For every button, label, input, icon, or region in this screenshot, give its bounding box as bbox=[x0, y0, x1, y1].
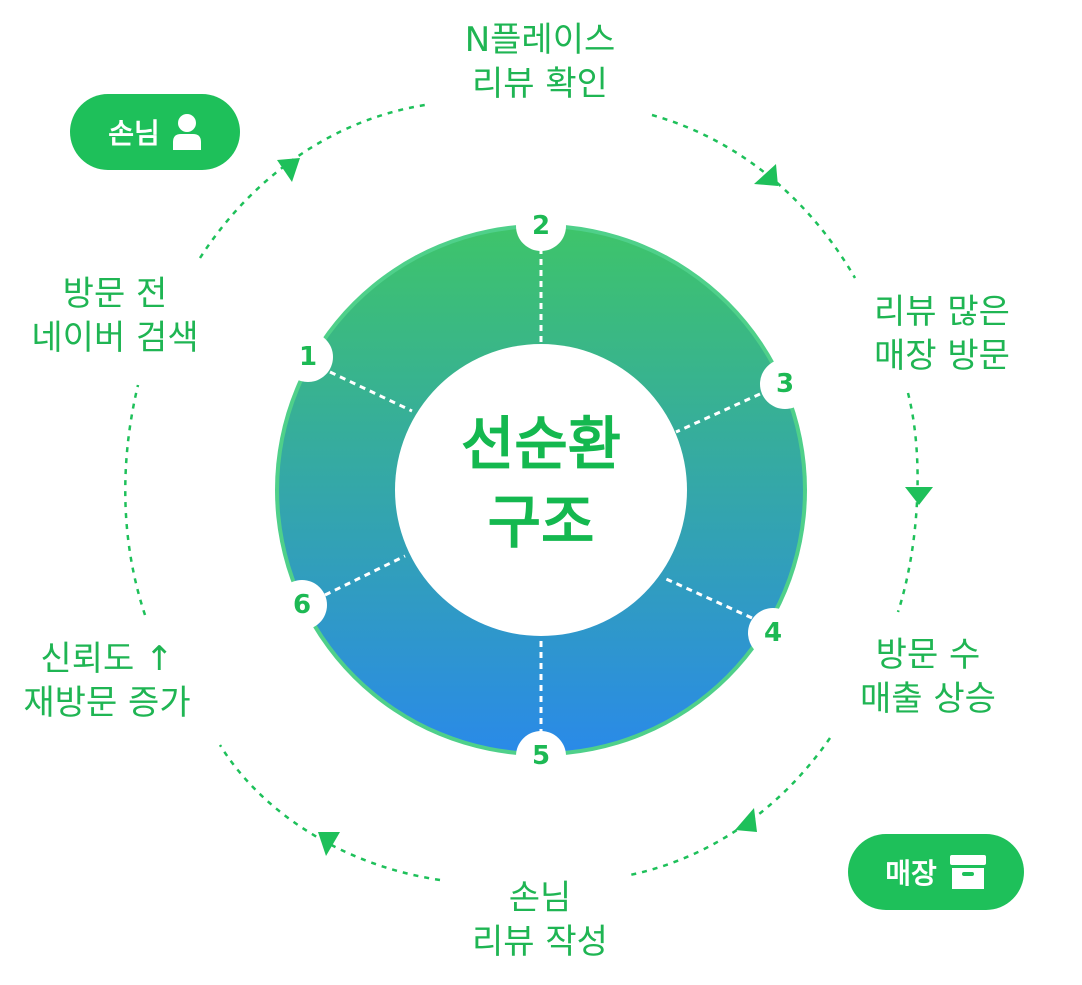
step-number-5: 5 bbox=[531, 741, 551, 771]
step-label-4: 방문 수 매출 상승 bbox=[830, 633, 1026, 721]
step-label-2: N플레이스 리뷰 확인 bbox=[420, 18, 660, 106]
step-label-3-line-1: 리뷰 많은 bbox=[874, 292, 1010, 332]
step-label-2-line-1: N플레이스 bbox=[464, 20, 616, 60]
center-title-line-1: 선순환 bbox=[460, 410, 622, 478]
arc-sales-to-review bbox=[629, 737, 832, 877]
step-badge-1: 1 bbox=[283, 332, 333, 382]
step-label-6-line-1: 신뢰도 ↑ bbox=[40, 639, 174, 679]
step-number-6: 6 bbox=[292, 590, 312, 620]
step-label-1: 방문 전 네이버 검색 bbox=[10, 272, 220, 360]
ring-hole bbox=[395, 344, 687, 636]
customer-pill: 손님 bbox=[70, 94, 240, 170]
arc-search-to-place bbox=[198, 103, 426, 259]
step-number-3: 3 bbox=[775, 369, 795, 399]
step-label-5-line-1: 손님 bbox=[508, 878, 572, 918]
step-label-5: 손님 리뷰 작성 bbox=[440, 876, 640, 964]
person-icon bbox=[172, 114, 201, 150]
arrowhead-4 bbox=[735, 808, 757, 832]
step-label-5-line-2: 리뷰 작성 bbox=[472, 922, 608, 962]
divider-6 bbox=[324, 554, 406, 597]
step-label-2-line-2: 리뷰 확인 bbox=[472, 64, 608, 104]
step-badge-2: 2 bbox=[516, 201, 566, 251]
arrowhead-3 bbox=[905, 487, 933, 505]
step-number-1: 1 bbox=[298, 342, 318, 372]
step-badge-5: 5 bbox=[516, 731, 566, 781]
arrowheads bbox=[277, 158, 933, 856]
step-badge-3: 3 bbox=[760, 359, 810, 409]
store-pill: 매장 bbox=[848, 834, 1024, 910]
arc-trust-to-search bbox=[124, 384, 147, 616]
step-label-6: 신뢰도 ↑ 재방문 증가 bbox=[0, 637, 214, 725]
arc-place-to-store bbox=[651, 113, 857, 279]
divider-3 bbox=[675, 392, 761, 434]
customer-pill-label: 손님 bbox=[108, 117, 160, 150]
center-title: 선순환 구조 bbox=[396, 405, 686, 561]
store-pill-label: 매장 bbox=[885, 857, 937, 890]
step-badge-4: 4 bbox=[748, 608, 798, 658]
store-icon bbox=[949, 855, 986, 889]
arrowhead-2 bbox=[754, 164, 778, 186]
step-number-2: 2 bbox=[531, 211, 551, 241]
step-label-3: 리뷰 많은 매장 방문 bbox=[842, 290, 1042, 378]
step-number-4: 4 bbox=[763, 618, 783, 648]
step-label-4-line-1: 방문 수 bbox=[875, 635, 981, 675]
divider-1 bbox=[329, 370, 413, 413]
arrowhead-1 bbox=[277, 158, 300, 182]
arc-store-to-sales bbox=[896, 392, 919, 613]
divider-4 bbox=[663, 576, 753, 620]
step-label-4-line-2: 매출 상승 bbox=[860, 679, 996, 719]
step-label-6-line-2: 재방문 증가 bbox=[23, 683, 191, 723]
step-badge-6: 6 bbox=[277, 580, 327, 630]
step-label-1-line-2: 네이버 검색 bbox=[31, 318, 199, 358]
step-label-1-line-1: 방문 전 bbox=[62, 274, 168, 314]
ring-dividers bbox=[324, 248, 761, 735]
step-label-3-line-2: 매장 방문 bbox=[874, 336, 1010, 376]
center-title-line-2: 구조 bbox=[487, 488, 595, 556]
arc-review-to-trust bbox=[218, 744, 441, 882]
arrowhead-5 bbox=[318, 832, 340, 856]
